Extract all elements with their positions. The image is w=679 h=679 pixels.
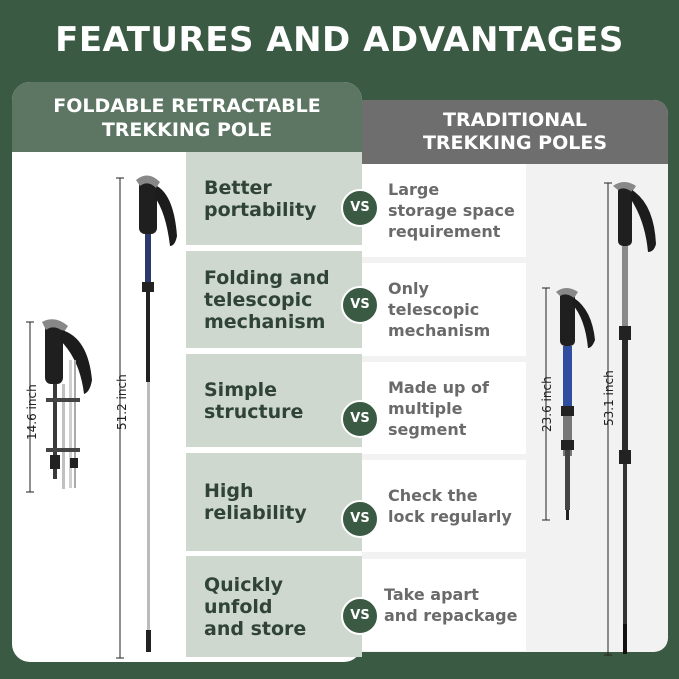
traditional-long-length-label: 53.1 inch: [602, 370, 616, 426]
vs-badge: VS: [341, 597, 379, 635]
traditional-heading-line2: TREKKING POLES: [422, 132, 608, 154]
traditional-line: mechanism: [388, 321, 491, 340]
traditional-line: telescopic: [388, 300, 480, 319]
traditional-line: requirement: [388, 222, 501, 241]
traditional-line: storage space: [388, 201, 515, 220]
traditional-line: Only: [388, 279, 429, 298]
traditional-heading-line1: TRADITIONAL: [442, 109, 588, 131]
feature-line: Folding and: [204, 266, 330, 289]
feature-line: and store: [204, 617, 307, 640]
feature-line: telescopic: [204, 288, 313, 311]
traditional-cell: Only telescopic mechanism: [362, 263, 526, 356]
feature-line: Better: [204, 176, 272, 199]
traditional-line: and repackage: [384, 606, 518, 625]
vs-badge: VS: [341, 400, 379, 438]
traditional-long-pole-image: [604, 182, 656, 656]
feature-line: Simple: [204, 378, 277, 401]
traditional-line: Made up of: [388, 377, 489, 397]
feature-line: unfold: [204, 595, 273, 618]
traditional-line: Take apart: [384, 585, 479, 604]
feature-line: reliability: [204, 502, 307, 524]
foldable-heading-line1: FOLDABLE RETRACTABLE: [53, 95, 321, 117]
vs-badge: VS: [341, 500, 379, 538]
folded-length-label: 14.6 inch: [25, 384, 39, 440]
feature-line: High: [204, 480, 254, 502]
traditional-cell: Large storage space requirement: [362, 164, 526, 257]
feature-line: portability: [204, 198, 317, 221]
traditional-line: multiple: [388, 398, 463, 418]
traditional-line: lock regularly: [388, 507, 512, 526]
traditional-line: segment: [388, 419, 467, 439]
vs-badge: VS: [341, 189, 379, 227]
feature-line: structure: [204, 400, 304, 423]
foldable-heading-line2: TREKKING POLE: [101, 119, 273, 141]
extended-pole-image: [116, 175, 177, 659]
traditional-line: Check the: [388, 486, 478, 505]
traditional-cell: Take apart and repackage: [362, 559, 526, 651]
feature-line: Quickly: [204, 573, 283, 596]
vs-badge: VS: [341, 286, 379, 324]
page-title: FEATURES AND ADVANTAGES: [55, 20, 624, 60]
traditional-short-pole-image: [542, 287, 595, 521]
feature-line: mechanism: [204, 310, 326, 333]
traditional-line: Large: [388, 180, 440, 199]
folded-pole-image: [26, 319, 92, 493]
traditional-cell: Check the lock regularly: [362, 460, 526, 552]
extended-length-label: 51.2 inch: [115, 374, 129, 430]
foldable-pole-heading: FOLDABLE RETRACTABLE TREKKING POLE: [12, 82, 362, 152]
traditional-pole-heading: TRADITIONAL TREKKING POLES: [362, 100, 668, 164]
traditional-short-length-label: 23.6 inch: [540, 376, 554, 432]
